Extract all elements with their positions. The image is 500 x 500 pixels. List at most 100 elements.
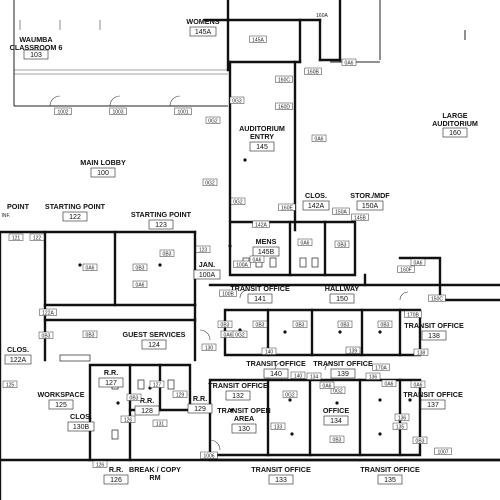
room-rr-128: R.R. 128 (134, 396, 160, 416)
room-transit-office-139: TRANSIT OFFICE 139 (313, 359, 373, 379)
room-number: 125 (55, 402, 67, 409)
finish-tag-text: 140 (294, 373, 303, 379)
finish-tag-text: 160B (307, 69, 319, 75)
finish-tag-text: 0A6 (315, 136, 324, 142)
room-transit-office-140: TRANSIT OFFICE 140 (246, 359, 306, 379)
room-name: TRANSIT OFFICE (404, 321, 464, 330)
finish-tag-box (38, 331, 54, 339)
finish-tag: 0A6 (249, 255, 265, 263)
room-starting-point-123: STARTING POINT 123 (131, 210, 192, 230)
finish-tag-box (412, 436, 428, 444)
room-number: 160 (449, 130, 461, 137)
room-number: 150A (362, 203, 379, 210)
room-rr-126: R.R. 126 (103, 465, 129, 485)
finish-tag-box (345, 346, 361, 354)
room-name: TRANSIT OPEN (217, 406, 271, 415)
finish-tag-text: 160E (281, 205, 293, 211)
room-number: 134 (330, 418, 342, 425)
finish-tag-text: 170A (375, 365, 387, 371)
room-name: MENS (256, 237, 277, 246)
finish-tag: 0A6 (311, 134, 327, 142)
finish-tag-text: 150C (431, 296, 443, 302)
dot-markers (78, 158, 412, 436)
finish-tag: 0B3 (126, 393, 142, 401)
finish-tag-text: 145B (354, 215, 366, 221)
finish-tag-box (159, 249, 175, 257)
finish-tag: 138 (413, 348, 429, 356)
finish-tag-box (54, 107, 72, 115)
room-number: 129 (194, 406, 206, 413)
finish-tag: 140 (261, 347, 277, 355)
finish-tag: 160F (397, 265, 415, 273)
finish-tag-box (205, 116, 221, 124)
finish-tag-text: 0G2 (233, 199, 243, 205)
room-name: TRANSIT OFFICE (251, 465, 311, 474)
room-name: TRANSIT OFFICE (360, 465, 420, 474)
finish-tag-box (275, 102, 293, 110)
finish-tag-text: 0A6 (86, 265, 95, 271)
finish-tag-text: 150A (335, 209, 347, 215)
room-name-line2: ENTRY (250, 132, 274, 141)
room-name: GUEST SERVICES (123, 330, 186, 339)
finish-tag-text: 1001 (177, 109, 188, 115)
finish-tag: 0A6 (319, 381, 335, 389)
room-name: JAN. (199, 260, 215, 269)
finish-tag-box (282, 390, 298, 398)
finish-tag-box (233, 260, 251, 268)
finish-tag: 131 (152, 419, 168, 427)
finish-tag: 142A (252, 220, 270, 228)
finish-tag: 136 (394, 413, 410, 421)
finish-tag-box (290, 371, 306, 379)
finish-tag: 0B3 (337, 320, 353, 328)
finish-tag-text: 160C (278, 77, 290, 83)
room-mens: MENS 145B (252, 237, 280, 257)
finish-tag: 1007 (434, 447, 452, 455)
finish-tag-box (195, 245, 211, 253)
room-clos-122a: CLOS. 122A (4, 345, 32, 365)
room-name: TRANSIT OFFICE (403, 390, 463, 399)
finish-tag-text: 170B (407, 312, 419, 318)
finish-tag: 170B (404, 310, 422, 318)
finish-tag: 0G3 (229, 96, 245, 104)
room-name: BREAK / COPY (129, 465, 181, 474)
room-transit-office-132: TRANSIT OFFICE 132 (208, 381, 268, 401)
finish-tag-text: 142A (255, 222, 267, 228)
finish-tag-box (201, 343, 217, 351)
finish-tag-text: 0B3 (130, 395, 139, 401)
room-number: 145B (258, 249, 275, 256)
room-number: 100 (97, 170, 109, 177)
finish-tag-box (410, 258, 426, 266)
finish-tag: 0B3 (377, 320, 393, 328)
finish-tag-box (297, 238, 313, 246)
finish-tag-text: 125 (6, 382, 15, 388)
finish-tag: 170A (372, 363, 390, 371)
finish-tag-box (304, 67, 322, 75)
room-number: 126 (110, 477, 122, 484)
finish-tag: 139 (345, 346, 361, 354)
finish-tag: 123 (195, 245, 211, 253)
finish-tag: 0A6 (341, 58, 357, 66)
finish-tag-text: 0B3 (221, 322, 230, 328)
finish-tag-text: 160F (400, 267, 411, 273)
finish-tag: 0B3 (329, 435, 345, 443)
finish-tag-text: 160D (278, 104, 290, 110)
room-number: 142A (308, 203, 325, 210)
room-transit-office-137: TRANSIT OFFICE 137 (403, 390, 463, 410)
room-clos-130b: CLOS. 130B (67, 412, 95, 432)
finish-tag-text: 121 (12, 235, 21, 241)
room-number: 132 (232, 393, 244, 400)
finish-tag-box (404, 310, 422, 318)
finish-tag-box (149, 380, 165, 388)
finish-tag-box (39, 308, 57, 316)
room-name: CLOS. (305, 191, 327, 200)
room-number: 123 (155, 222, 167, 229)
finish-tag-text: 126 (96, 462, 105, 468)
finish-tag-box (229, 96, 245, 104)
finish-tag: 0A6 (410, 258, 426, 266)
finish-tag: 125 (2, 380, 18, 388)
finish-tag-box (381, 379, 397, 387)
finish-tag: 121 (8, 233, 24, 241)
finish-tag: 130 (201, 343, 217, 351)
finish-tag-box (292, 320, 308, 328)
finish-tag-text: 1007 (437, 449, 448, 455)
